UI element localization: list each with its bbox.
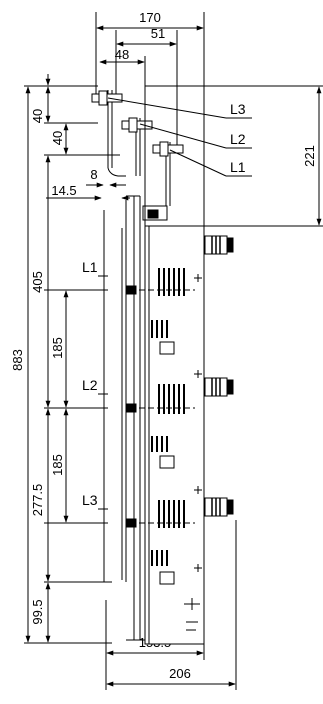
dimension-8: 8 xyxy=(90,167,97,182)
dimension-206: 206 xyxy=(169,666,191,681)
dimension-185-upper: 185 xyxy=(50,337,65,359)
dimension-40-a: 40 xyxy=(30,109,45,123)
label-L3-top: L3 xyxy=(230,101,246,117)
housing xyxy=(103,85,205,645)
pole-module-1 xyxy=(125,235,234,296)
dimension-883: 883 xyxy=(10,349,25,371)
dimension-40-b: 40 xyxy=(50,131,65,145)
dimension-277-5: 277.5 xyxy=(30,484,45,517)
dimension-221: 221 xyxy=(302,145,317,167)
label-L2-top: L2 xyxy=(230,131,246,147)
right-dimension xyxy=(204,85,323,227)
lower-vents xyxy=(151,320,168,566)
dimension-405: 405 xyxy=(30,271,45,293)
dimension-170: 170 xyxy=(139,10,161,25)
label-L1-top: L1 xyxy=(230,159,246,175)
label-L1-side: L1 xyxy=(82,259,98,275)
dimension-14-5: 14.5 xyxy=(51,183,76,198)
dimension-48: 48 xyxy=(115,47,129,62)
dimension-185-lower: 185 xyxy=(50,454,65,476)
connection-terminals xyxy=(91,90,252,221)
label-L2-side: L2 xyxy=(82,377,98,393)
left-dimensions xyxy=(24,74,130,644)
pole-module-3 xyxy=(125,455,234,528)
lower-details xyxy=(159,564,202,631)
level-ext-lines xyxy=(98,275,108,510)
label-L3-side: L3 xyxy=(82,492,98,508)
dimension-51: 51 xyxy=(151,26,165,41)
dimension-99-5: 99.5 xyxy=(30,599,45,624)
pole-module-2 xyxy=(125,341,234,414)
